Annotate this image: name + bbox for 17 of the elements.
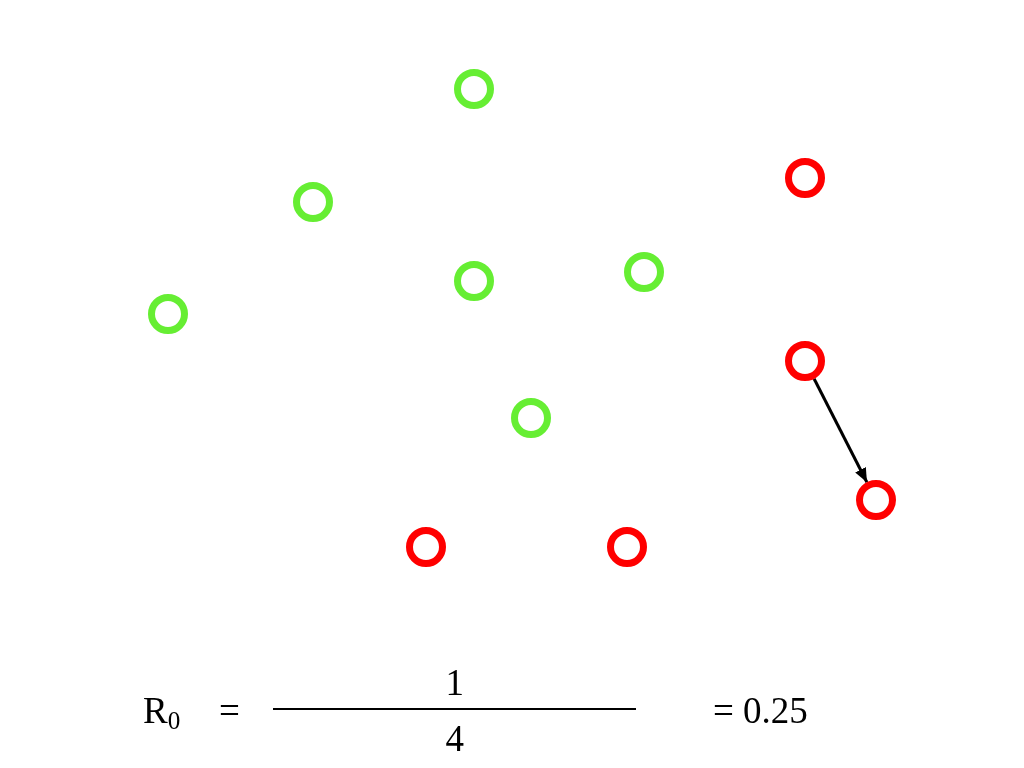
ring-node [454, 261, 494, 301]
equation-variable: R$_{0}$ [143, 692, 181, 729]
ring-node [785, 158, 825, 198]
ring-node [607, 527, 647, 567]
numerator: 1 [445, 664, 464, 701]
ring-node [148, 294, 188, 334]
ring-node [406, 527, 446, 567]
ring-node [785, 341, 825, 381]
ring-node [293, 182, 333, 222]
denominator: 4 [445, 720, 464, 757]
equation-result: = 0.25 [713, 692, 808, 729]
ring-node [856, 480, 896, 520]
equals-sign: = [219, 692, 240, 729]
ring-node [624, 252, 664, 292]
ring-node [511, 398, 551, 438]
arrow [812, 378, 869, 483]
ring-node [454, 69, 494, 109]
